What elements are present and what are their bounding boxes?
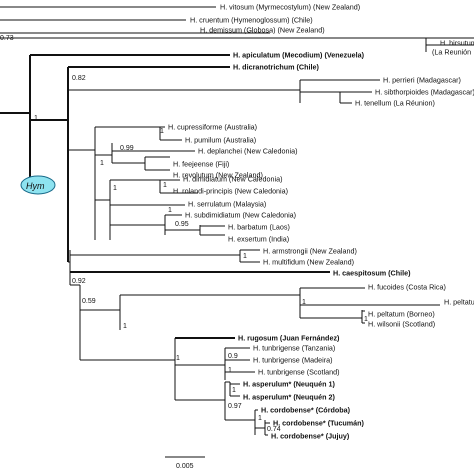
taxon-label: H. vitosum (Myrmecostylum) (New Zealand) [220, 3, 360, 12]
support-value: 0.97 [228, 403, 242, 410]
taxon-label: H. multifidum (New Zealand) [263, 258, 354, 267]
support-value: 0.99 [120, 145, 134, 152]
taxon-label: H. exsertum (India) [228, 235, 289, 244]
taxon-label: H. revolutum (New Zealand) [173, 171, 263, 180]
node-badge [20, 175, 56, 195]
taxon-label: H. asperulum* (Neuquén 1) [243, 380, 335, 389]
taxon-label: H. barbatum (Laos) [228, 223, 290, 232]
support-value: 1 [258, 415, 262, 422]
taxon-label: H. cupressiforme (Australia) [168, 123, 257, 132]
support-value: 1 [302, 299, 306, 306]
taxon-label: H. cordobense* (Córdoba) [261, 406, 351, 415]
taxon-label: H. subdimidiatum (New Caledonia) [185, 211, 296, 220]
taxon-label: (La Reunión [432, 48, 471, 57]
taxon-label: H. serrulatum (Malaysia) [188, 200, 266, 209]
taxon-label: H. apiculatum (Mecodium) (Venezuela) [233, 51, 365, 60]
support-value: 0.73 [0, 35, 14, 42]
support-value: 1 [163, 182, 167, 189]
support-value: 0.92 [72, 278, 86, 285]
taxon-label: H. fucoides (Costa Rica) [368, 283, 446, 292]
taxon-label: H. wilsonii (Scotland) [368, 320, 435, 329]
taxon-label: H. cordobense* (Tucumán) [273, 419, 365, 428]
taxon-label: H. dimidiatum (New Caledonia) [183, 175, 282, 184]
taxon-label: H. sibthorpioides (Madagascar) [375, 88, 474, 97]
support-value: 1 [232, 387, 236, 394]
taxon-label: H. peltatu [444, 298, 474, 307]
support-value: 1 [228, 367, 232, 374]
taxon-label: H. armstrongii (New Zealand) [263, 247, 357, 256]
support-value: 0.74 [267, 426, 281, 433]
support-value: 0.82 [72, 75, 86, 82]
taxon-label: H. cruentum (Hymenoglossum) (Chile) [190, 16, 313, 25]
taxon-label: H. caespitosum (Chile) [333, 269, 411, 278]
taxon-label: H. tenellum (La Réunion) [355, 99, 435, 108]
taxon-label: H. rugosum (Juan Fernández) [238, 334, 340, 343]
taxon-label: H. feejeense (Fiji) [173, 160, 229, 169]
support-value: 0.9 [228, 353, 238, 360]
support-value: 1 [176, 355, 180, 362]
taxon-label: H. peltatum (Borneo) [368, 310, 435, 319]
taxon-label: H. deplanchei (New Caledonia) [198, 147, 297, 156]
taxon-label: H. tunbrigense (Scotland) [258, 368, 340, 377]
scale-bar-label: 0.005 [176, 463, 194, 470]
support-value: 1 [243, 253, 247, 260]
support-value: 1 [123, 323, 127, 330]
taxon-label: H. perrieri (Madagascar) [383, 76, 461, 85]
support-value: 1 [364, 316, 368, 323]
taxon-label: H. dicranotrichum (Chile) [233, 63, 319, 72]
support-value: 1 [34, 115, 38, 122]
taxon-label: H. rolandi-principis (New Caledonia) [173, 187, 288, 196]
taxon-label: H. demissum (Globosa) (New Zealand) [200, 26, 325, 35]
taxon-label: H. cordobense* (Jujuy) [271, 432, 350, 441]
support-value: 1 [160, 128, 164, 135]
node-badge-label: Hym [26, 181, 45, 191]
support-value: 0.95 [175, 221, 189, 228]
taxon-label: H. hirsutum [440, 39, 474, 48]
taxon-label: H. tunbrigense (Tanzania) [253, 344, 335, 353]
support-value: 1 [168, 207, 172, 214]
support-value: 1 [113, 185, 117, 192]
taxon-label: H. pumilum (Australia) [185, 136, 256, 145]
support-value: 1 [100, 160, 104, 167]
support-value: 0.59 [82, 298, 96, 305]
taxon-label: H. asperulum* (Neuquén 2) [243, 393, 335, 402]
taxon-label: H. tunbrigense (Madeira) [253, 356, 333, 365]
